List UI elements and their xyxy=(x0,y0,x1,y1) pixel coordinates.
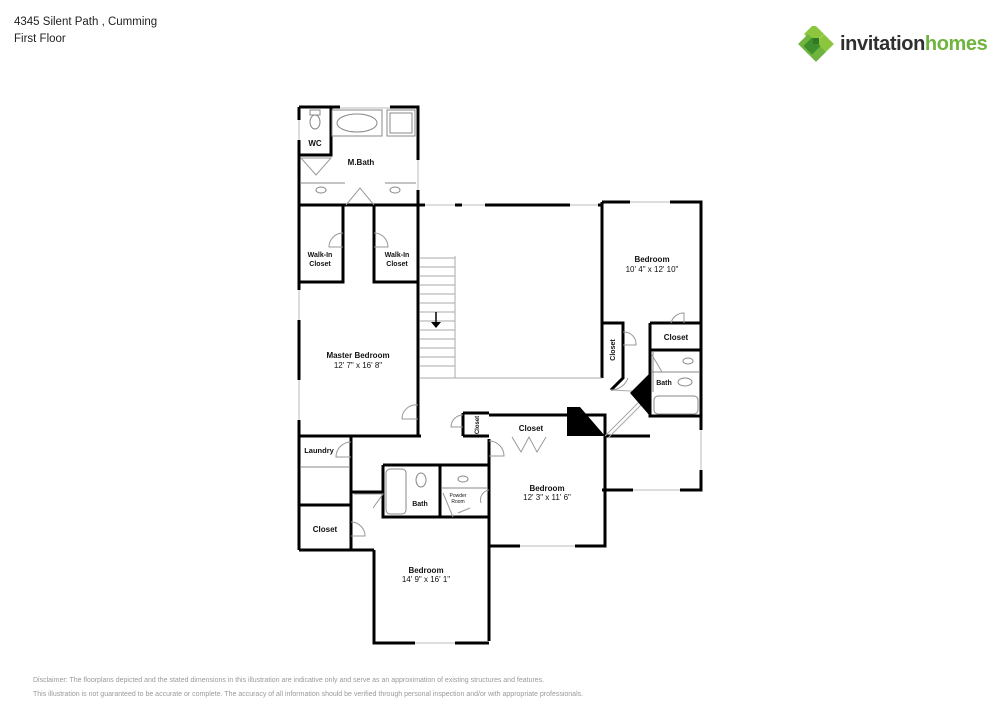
windows xyxy=(297,105,703,645)
brand-logo: invitationhomes xyxy=(798,26,988,62)
stair-down-arrow-icon xyxy=(431,312,441,328)
room-label-closet-mid: Closet xyxy=(519,424,544,433)
room-dims-master-bedroom: 12' 7" x 16' 8" xyxy=(334,361,382,370)
room-label-powder-room-b: Room xyxy=(451,499,464,505)
room-label-closet-ne: Closet xyxy=(664,333,689,342)
room-label-closet-small: Closet xyxy=(475,416,481,434)
room-label-bedroom-ne: Bedroom xyxy=(634,255,669,264)
room-label-master-bedroom: Master Bedroom xyxy=(326,351,389,360)
room-label-bath-mid: Bath xyxy=(412,501,428,508)
room-dims-bedroom-ne: 10' 4" x 12' 10" xyxy=(626,265,679,274)
room-label-master-bath: M.Bath xyxy=(348,158,375,167)
room-label-walk-in-closet-1: Walk-In xyxy=(308,252,333,259)
wall-fill xyxy=(567,407,605,436)
logo-wordmark: invitationhomes xyxy=(840,32,988,55)
room-label-bath-ne: Bath xyxy=(656,380,672,387)
room-label-laundry: Laundry xyxy=(304,446,334,455)
floor-label: First Floor xyxy=(14,33,66,45)
room-label-powder-room: Powder xyxy=(450,493,467,499)
room-label-walk-in-closet-2: Walk-In xyxy=(385,252,410,259)
disclaimer-line-2: This illustration is not guaranteed to b… xyxy=(33,691,584,698)
room-label-walk-in-closet-2b: Closet xyxy=(386,261,408,268)
staircase xyxy=(420,256,602,379)
property-address: 4345 Silent Path , Cumming xyxy=(14,16,158,28)
room-label-bedroom-mid: Bedroom xyxy=(529,484,564,493)
room-label-closet-ne-vertical: Closet xyxy=(610,339,617,361)
window-lines xyxy=(298,107,702,644)
walls xyxy=(297,105,703,645)
room-label-walk-in-closet-1b: Closet xyxy=(309,261,331,268)
room-dims-bedroom-s: 14' 9" x 16' 1" xyxy=(402,575,450,584)
wall-fill xyxy=(630,373,650,416)
room-label-wc: WC xyxy=(308,139,322,148)
clover-logo-icon xyxy=(798,26,834,62)
header: 4345 Silent Path , Cumming First Floor xyxy=(14,14,157,48)
room-dims-bedroom-mid: 12' 3" x 11' 6" xyxy=(523,493,571,502)
disclaimer-line-1: Disclaimer: The floorplans depicted and … xyxy=(33,677,545,684)
room-label-closet-sw: Closet xyxy=(313,525,338,534)
doors xyxy=(299,157,685,537)
room-label-bedroom-s: Bedroom xyxy=(408,566,443,575)
fixtures xyxy=(301,109,700,515)
disclaimer: Disclaimer: The floorplans depicted and … xyxy=(33,674,583,702)
